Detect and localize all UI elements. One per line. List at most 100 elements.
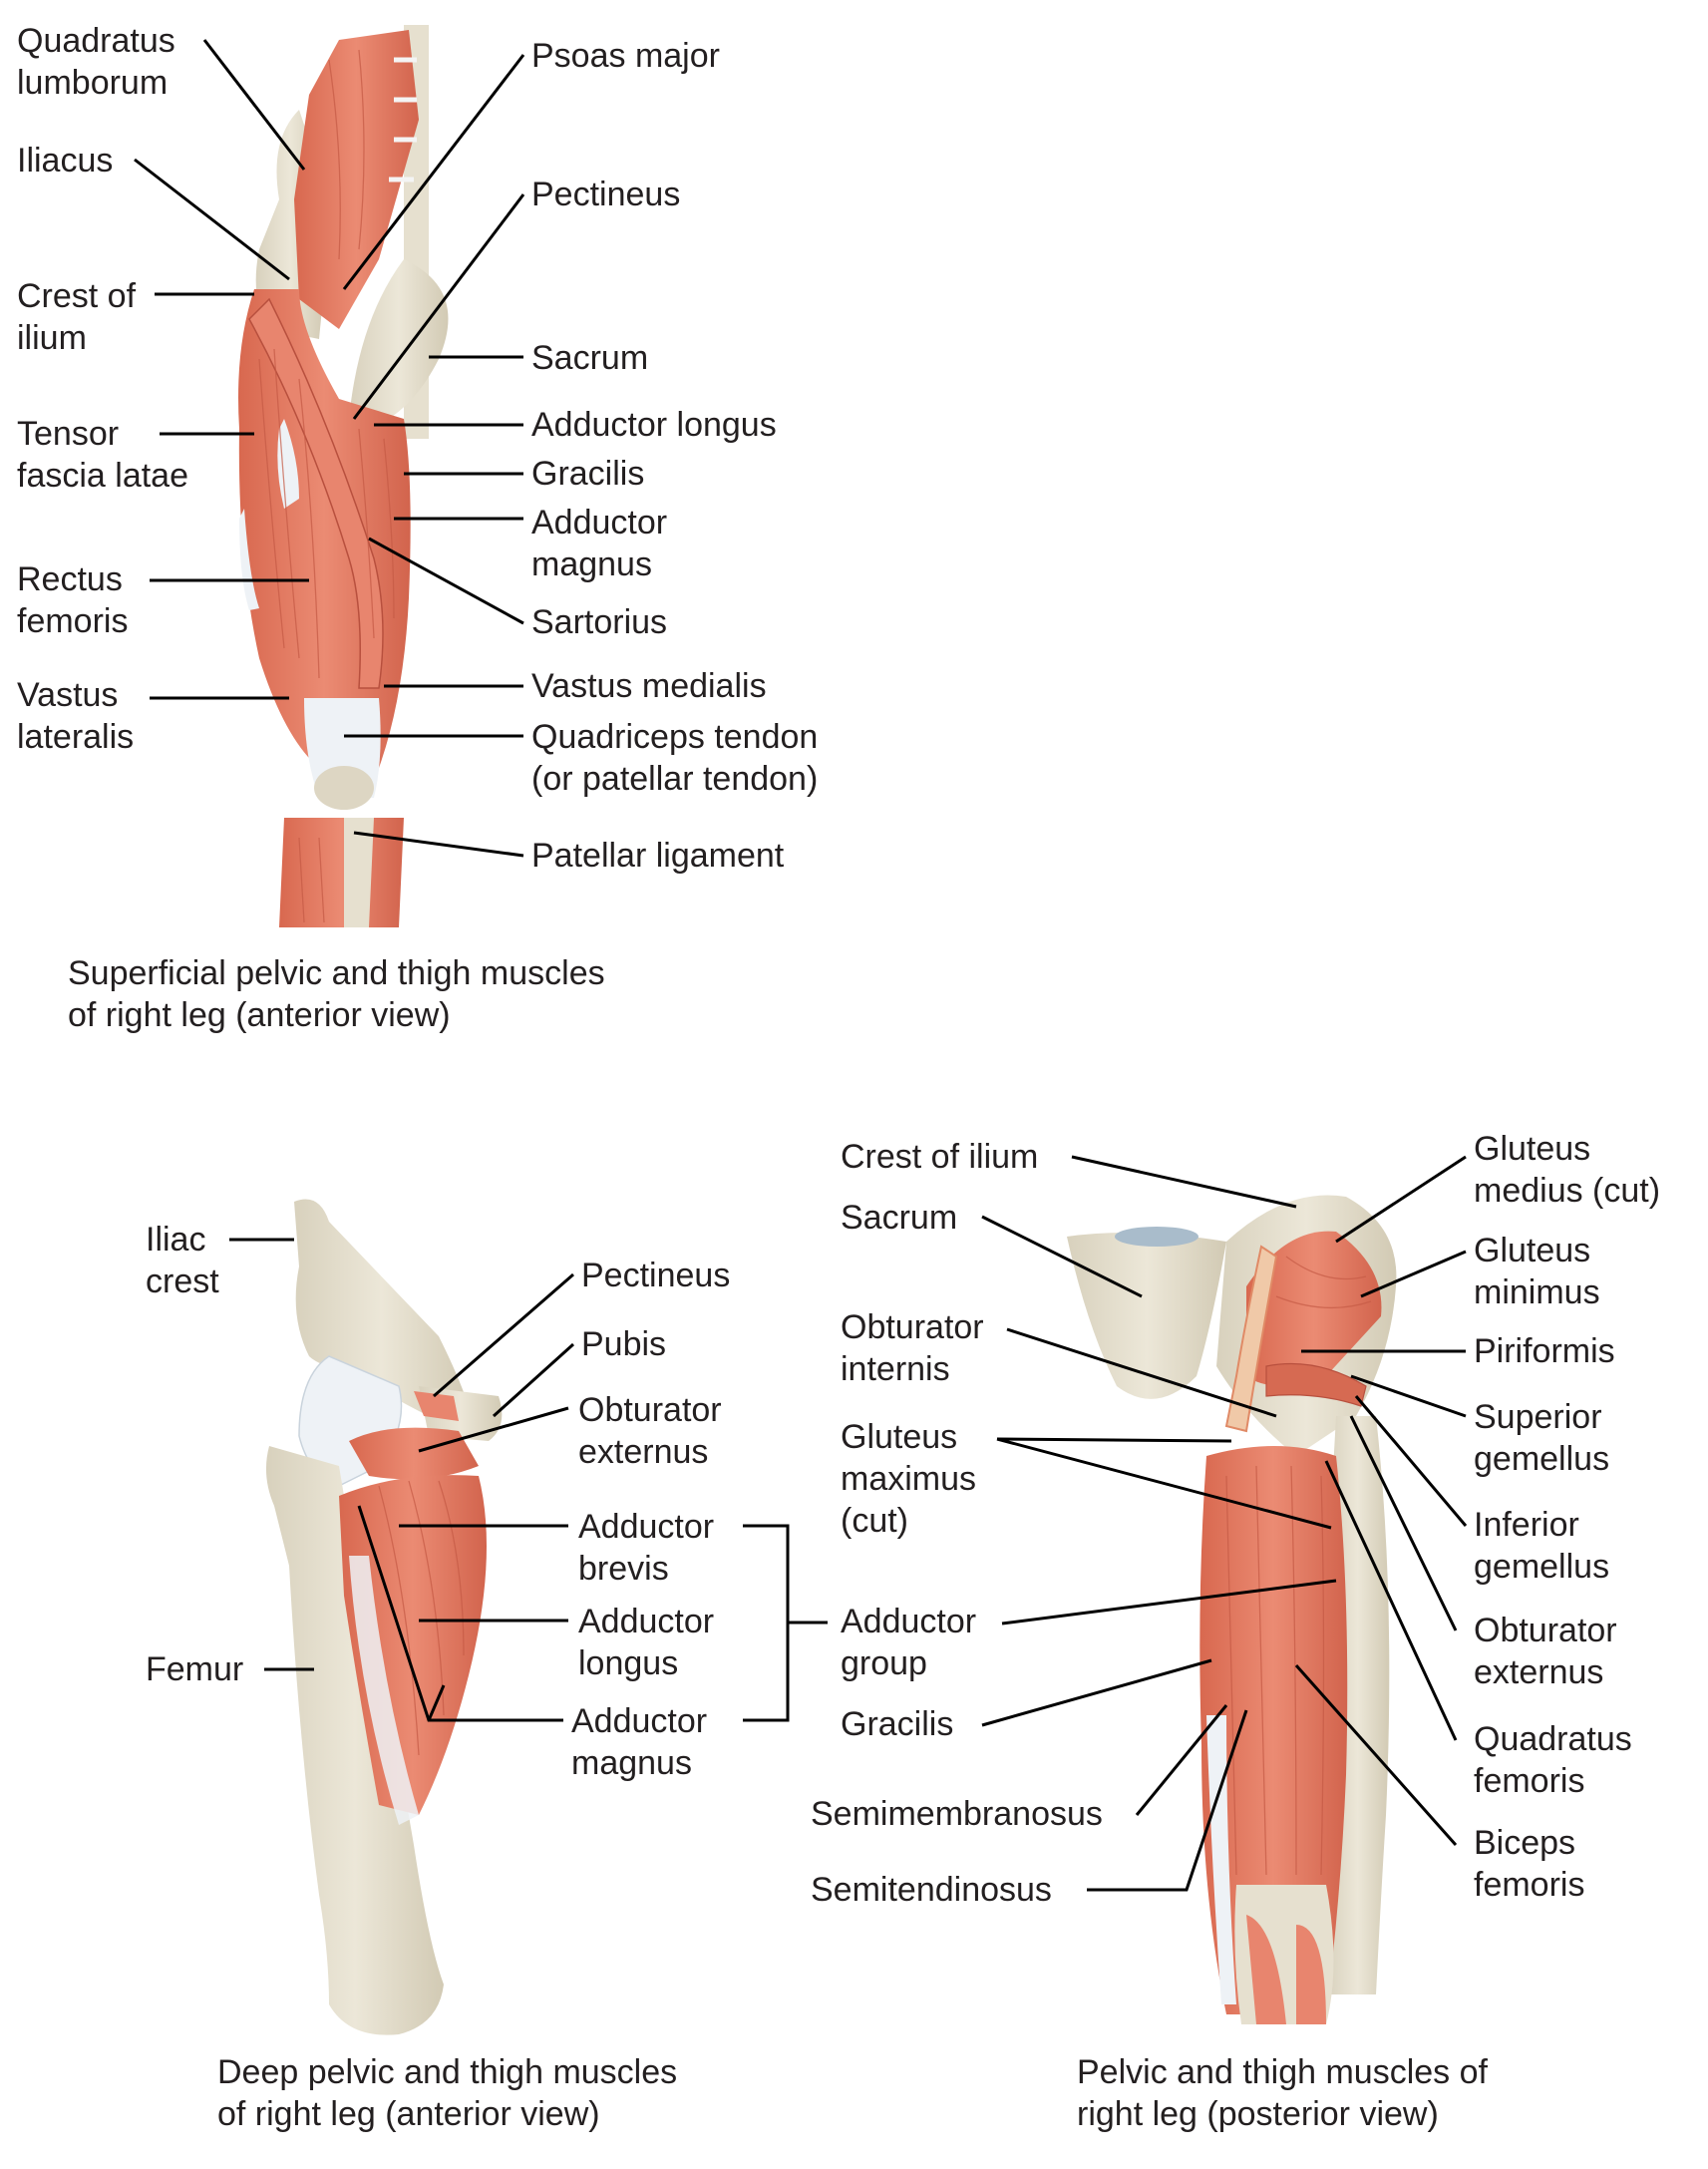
- semitendinosus-tendon: [1206, 1715, 1236, 2004]
- caption-deep: Deep pelvic and thigh muscles of right l…: [217, 2053, 678, 2133]
- label-adductor-brevis: Adductor brevis: [578, 1508, 715, 1588]
- leader-biceps-femoris: [1294, 1664, 1458, 1846]
- label-psoas-major: Psoas major: [531, 37, 720, 75]
- gluteus-maximus-cut-edge: [1224, 1245, 1278, 1433]
- leader-gracilis-post: [981, 1658, 1212, 1727]
- label-quadriceps-tendon: Quadriceps tendon (or patellar tendon): [531, 718, 819, 798]
- caption-posterior: Pelvic and thigh muscles of right leg (p…: [1077, 2053, 1488, 2133]
- leader-patellar-ligament: [353, 831, 524, 858]
- label-obturator-internis: Obturator internis: [841, 1308, 984, 1388]
- label-rectus-femoris: Rectus femoris: [17, 560, 129, 640]
- leader-obturator-externus-deep: [418, 1406, 569, 1453]
- sacrum-bone: [349, 259, 449, 419]
- adductor-tendon-deep: [349, 1556, 419, 1825]
- pectineus-deep: [414, 1391, 459, 1421]
- leader-lines: [134, 39, 1468, 1892]
- leader-sacrum-post: [981, 1215, 1143, 1298]
- leader-gluteus-medius: [1335, 1155, 1467, 1244]
- gastrocnemius-head-left: [1246, 1915, 1286, 2024]
- muscle-striations-deep: [378, 1480, 465, 1756]
- label-vastus-medialis: Vastus medialis: [531, 667, 767, 705]
- label-crest-of-ilium-post: Crest of ilium: [841, 1138, 1039, 1176]
- leader-obturator-internis: [1006, 1327, 1277, 1418]
- adductor-bracket: [743, 1524, 790, 1722]
- deep-rotators: [1265, 1362, 1367, 1407]
- label-pectineus: Pectineus: [531, 176, 681, 213]
- leader-gluteus-maximus-a: [996, 1437, 1232, 1443]
- leader-pectineus: [352, 193, 525, 420]
- lower-leg-muscles: [279, 818, 404, 927]
- leader-semimembranosus: [1135, 1704, 1228, 1816]
- label-semitendinosus: Semitendinosus: [811, 1871, 1052, 1909]
- psoas-iliacus-muscles: [294, 30, 419, 329]
- label-gracilis: Gracilis: [531, 455, 645, 493]
- leader-adductor-group-post: [1001, 1579, 1337, 1626]
- label-crest-of-ilium: Crest of ilium: [17, 277, 137, 357]
- leader-pectineus-deep: [433, 1272, 574, 1398]
- label-sartorius: Sartorius: [531, 603, 668, 641]
- label-adductor-magnus: Adductor magnus: [531, 504, 668, 583]
- label-patellar-ligament: Patellar ligament: [531, 837, 785, 875]
- label-pectineus-deep: Pectineus: [581, 1257, 731, 1294]
- spine-tendons: [389, 57, 417, 182]
- label-obturator-externus-post: Obturator externus: [1474, 1612, 1617, 1691]
- label-pubis: Pubis: [581, 1325, 667, 1363]
- deep-anterior-illustration: [265, 1199, 503, 2035]
- leader-adductor-magnus-branch: [427, 1684, 446, 1721]
- label-adductor-longus-deep: Adductor longus: [578, 1603, 715, 1682]
- leader-sartorius: [368, 537, 524, 625]
- label-adductor-magnus-deep: Adductor magnus: [571, 1702, 708, 1782]
- label-gluteus-medius: Gluteus medius (cut): [1474, 1130, 1661, 1210]
- label-tensor-fascia-latae: Tensor fascia latae: [17, 415, 188, 495]
- leader-semitendinosus: [1087, 1709, 1248, 1892]
- label-iliac-crest: Iliac crest: [146, 1221, 219, 1300]
- femur-bone: [265, 1446, 444, 2035]
- leader-obturator-externus-post: [1349, 1415, 1458, 1631]
- sartorius-muscle: [248, 297, 384, 689]
- label-sacrum: Sacrum: [531, 339, 649, 377]
- label-quadratus-lumborum: Quadratus lumborum: [17, 22, 175, 102]
- muscle-striations-posterior: [1225, 1256, 1372, 1876]
- muscle-striations-superficial: [258, 49, 395, 923]
- leader-quadratus-femoris: [1324, 1460, 1458, 1741]
- label-adductor-group: Adductor group: [841, 1603, 977, 1682]
- label-superior-gemellus: Superior gemellus: [1474, 1398, 1610, 1478]
- leader-psoas-major: [342, 54, 525, 290]
- gluteal-muscles: [1246, 1231, 1382, 1386]
- posterior-illustration: [1067, 1195, 1397, 2024]
- label-femur: Femur: [146, 1650, 244, 1688]
- obturator-externus-deep: [349, 1427, 479, 1480]
- label-obturator-externus-deep: Obturator externus: [578, 1391, 722, 1471]
- leader-iliacus: [134, 158, 290, 281]
- label-adductor-longus: Adductor longus: [531, 406, 777, 444]
- label-iliacus: Iliacus: [17, 142, 114, 180]
- vertebral-disc: [1115, 1227, 1198, 1247]
- leader-gluteus-minimus: [1360, 1250, 1467, 1298]
- sacrum-posterior: [1067, 1233, 1226, 1399]
- leader-pubis: [492, 1342, 575, 1418]
- label-quadratus-femoris: Quadratus femoris: [1474, 1720, 1632, 1800]
- leader-gluteus-maximus-b: [996, 1437, 1332, 1530]
- label-gluteus-minimus: Gluteus minimus: [1474, 1232, 1600, 1311]
- label-inferior-gemellus: Inferior gemellus: [1474, 1506, 1610, 1586]
- leader-superior-gemellus: [1350, 1374, 1467, 1418]
- label-gluteus-maximus: Gluteus maximus (cut): [841, 1418, 977, 1540]
- leader-quadratus-lumborum: [202, 39, 306, 171]
- label-vastus-lateralis: Vastus lateralis: [17, 676, 135, 756]
- tibia: [344, 818, 374, 927]
- fascia-patch: [277, 419, 299, 509]
- patella: [314, 766, 374, 810]
- caption-superficial: Superficial pelvic and thigh muscles of …: [68, 954, 605, 1034]
- lateral-fascia: [239, 509, 259, 610]
- label-semimembranosus: Semimembranosus: [811, 1795, 1103, 1833]
- leader-inferior-gemellus: [1354, 1395, 1468, 1527]
- label-sacrum-post: Sacrum: [841, 1199, 958, 1237]
- label-piriformis: Piriformis: [1474, 1332, 1615, 1370]
- label-biceps-femoris: Biceps femoris: [1474, 1824, 1585, 1904]
- label-gracilis-post: Gracilis: [841, 1705, 954, 1743]
- gastrocnemius-head-right: [1296, 1925, 1326, 2024]
- superficial-anterior-illustration: [238, 25, 449, 927]
- leader-crest-of-ilium-post: [1071, 1155, 1297, 1209]
